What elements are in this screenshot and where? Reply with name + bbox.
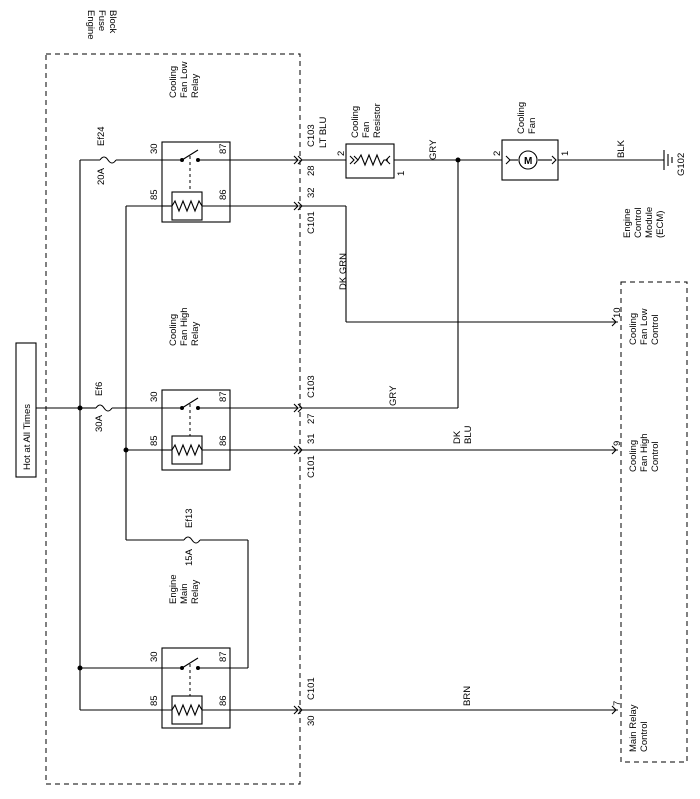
svg-text:Ef6: Ef6 [94, 382, 105, 396]
svg-text:Cooling Fan Resist: Cooling Fan Resistor [350, 103, 383, 138]
fan-high-output: GRY [302, 160, 459, 409]
cooling-fan-low-relay: Cooling Fan Low Relay 30 87 85 86 [149, 59, 231, 223]
svg-text:1: 1 [396, 171, 407, 176]
svg-text:15A: 15A [184, 548, 195, 566]
svg-text:BLK: BLK [616, 139, 627, 158]
svg-text:30: 30 [306, 715, 317, 726]
svg-text:85: 85 [149, 435, 160, 446]
svg-text:M: M [524, 156, 532, 167]
svg-text:7: 7 [612, 701, 623, 706]
svg-text:2: 2 [492, 151, 503, 156]
svg-text:BRN: BRN [462, 686, 473, 706]
fuse-ef24: Ef24 20A [80, 126, 162, 185]
power-bus [36, 160, 83, 710]
svg-text:Main Relay Control: Main Relay Control [628, 702, 650, 752]
svg-text:1: 1 [560, 151, 571, 156]
hot-at-all-times-label: Hot at All Times [22, 404, 33, 470]
svg-text:87: 87 [218, 391, 229, 402]
svg-text:Cooling Fan Low Re: Cooling Fan Low Relay [168, 59, 201, 98]
svg-text:87: 87 [218, 143, 229, 154]
svg-text:30A: 30A [94, 414, 105, 432]
fuse-ef6: Ef6 30A [80, 382, 162, 432]
connector-labels: C103 28 C101 32 C103 27 C101 31 C101 30 [306, 124, 317, 726]
svg-text:30: 30 [149, 391, 160, 402]
ecm-pins: 10 Cooling Fan Low Control 9 Cooling Fan… [612, 306, 661, 752]
svg-text:C101: C101 [306, 211, 317, 234]
svg-text:Cooling Fan High R: Cooling Fan High Relay [168, 305, 201, 346]
svg-text:87: 87 [218, 651, 229, 662]
connector-chevrons [293, 155, 303, 715]
svg-text:27: 27 [306, 413, 317, 424]
svg-text:86: 86 [218, 695, 229, 706]
svg-text:85: 85 [149, 695, 160, 706]
cooling-fan-high-relay: Cooling Fan High Relay 30 87 85 86 [149, 305, 231, 471]
svg-text:31: 31 [306, 433, 317, 444]
fan-low-circuit: LT BLU Cooling Fan Resistor 2 1 GRY M Co… [302, 99, 687, 181]
svg-text:GRY: GRY [428, 139, 439, 160]
svg-text:Ef13: Ef13 [184, 508, 195, 528]
svg-text:10: 10 [612, 307, 623, 318]
fan-high-control-wire: DK BLU [302, 425, 618, 455]
ecm-label: Engine Control Module (ECM) [622, 204, 666, 238]
fuse-block-boundary [45, 53, 301, 785]
ecm-boundary [620, 281, 688, 763]
svg-text:Cooling Fan Low Co: Cooling Fan Low Control [628, 306, 661, 345]
fuse-ef13: Ef13 15A [123, 205, 249, 669]
fan-low-control-wire: DK GRN [302, 205, 618, 327]
svg-text:9: 9 [612, 441, 623, 446]
svg-text:Cooling Fan: Cooling Fan [516, 99, 538, 134]
svg-text:C101: C101 [306, 677, 317, 700]
svg-text:GRY: GRY [388, 385, 399, 406]
svg-text:86: 86 [218, 435, 229, 446]
fuse-block-label: Engine Fuse Block [85, 10, 118, 42]
svg-text:2: 2 [336, 151, 347, 156]
svg-text:DK GRN: DK GRN [338, 253, 349, 290]
svg-text:28: 28 [306, 165, 317, 176]
svg-text:32: 32 [306, 187, 317, 198]
hot-at-all-times-box [15, 342, 37, 478]
engine-main-relay: Engine Main Relay 30 87 85 86 [80, 572, 231, 729]
svg-text:Cooling Fan High C: Cooling Fan High Control [628, 431, 661, 472]
svg-text:Ef24: Ef24 [96, 126, 107, 146]
svg-text:LT BLU: LT BLU [318, 117, 329, 148]
svg-text:30: 30 [149, 143, 160, 154]
svg-text:DK BLU: DK BLU [452, 425, 474, 444]
svg-text:Engine Main Relay: Engine Main Relay [168, 572, 201, 604]
svg-text:C103: C103 [306, 124, 317, 147]
relay-output-wires [230, 159, 298, 711]
svg-text:C101: C101 [306, 455, 317, 478]
svg-text:C103: C103 [306, 375, 317, 398]
svg-text:30: 30 [149, 651, 160, 662]
ground-g102: G102 [676, 153, 687, 176]
main-relay-control-wire: BRN [302, 686, 618, 715]
svg-text:20A: 20A [96, 167, 107, 185]
svg-text:85: 85 [149, 189, 160, 200]
svg-text:86: 86 [218, 189, 229, 200]
cooling-fan-resistor [345, 143, 395, 179]
